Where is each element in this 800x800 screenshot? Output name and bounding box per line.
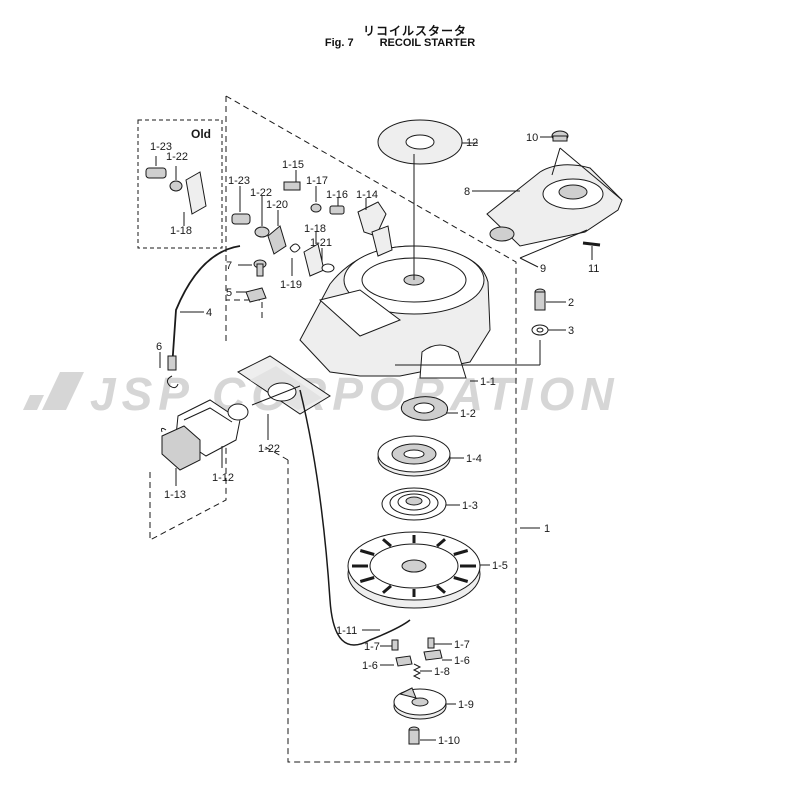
- label-8: 8: [464, 186, 470, 198]
- label-3: 3: [568, 325, 574, 337]
- part-1-20-lever: [267, 210, 287, 255]
- reel-rib: [436, 584, 446, 594]
- part-3-washer: [531, 324, 566, 336]
- label-1-7-left: 1-7: [364, 641, 380, 653]
- reel-rib: [453, 549, 469, 556]
- label-1-20: 1-20: [266, 199, 288, 211]
- part-1-5-reel: [347, 531, 490, 609]
- label-1-15: 1-15: [282, 159, 304, 171]
- watermark: JSP CORPORATION: [23, 368, 620, 420]
- inset-title: Old: [191, 127, 211, 141]
- label-old-1-22: 1-22: [166, 151, 188, 163]
- label-1-23: 1-23: [228, 175, 250, 187]
- part-1-9-drive-plate: [393, 687, 456, 720]
- part-10-nut: [540, 130, 569, 142]
- diagram-title-jp: リコイルスタータ: [362, 24, 467, 38]
- label-1-22: 1-22: [250, 187, 272, 199]
- label-1-7-right: 1-7: [454, 639, 470, 651]
- part-1-17-pin: [310, 186, 322, 213]
- label-1-5: 1-5: [492, 560, 508, 572]
- label-old-1-23: 1-23: [150, 141, 172, 153]
- assembly-boundary: [149, 95, 517, 763]
- label-1-17: 1-17: [306, 175, 328, 187]
- old-part-1-22-collar: [169, 166, 183, 192]
- part-1-10-bolt: [408, 726, 436, 745]
- part-1-4-spring-case: [377, 435, 464, 477]
- label-1-1: 1-1: [480, 376, 496, 388]
- watermark-text: JSP CORPORATION: [90, 368, 620, 420]
- label-1-3: 1-3: [462, 500, 478, 512]
- label-1-14: 1-14: [356, 189, 378, 201]
- part-1-3-spiral-spring: [381, 487, 460, 521]
- label-1-21: 1-21: [310, 237, 332, 249]
- part-1-6-pawl-right: [423, 649, 452, 661]
- part-1-18-bracket-right: [371, 225, 393, 257]
- part-1-11-rope: [299, 389, 411, 646]
- old-inset-box: [137, 119, 223, 249]
- label-7: 7: [226, 260, 232, 272]
- label-1: 1: [544, 523, 550, 535]
- part-12-decal: [377, 119, 478, 165]
- reel-rib: [359, 549, 375, 556]
- old-part-1-23-bolt: [145, 156, 167, 179]
- label-1-4: 1-4: [466, 453, 482, 465]
- label-12: 12: [466, 137, 478, 149]
- label-1-16: 1-16: [326, 189, 348, 201]
- reel-rib: [382, 584, 392, 594]
- part-7-screw: [238, 259, 267, 277]
- label-11: 11: [588, 263, 599, 275]
- part-1-6-pawl-left: [380, 655, 413, 667]
- part-4-cable: [167, 245, 241, 371]
- part-2-bolt: [534, 288, 566, 311]
- part-8-cover: [472, 147, 623, 247]
- part-11-strip: [519, 229, 601, 268]
- part-1-19-spring: [289, 243, 301, 276]
- label-6: 6: [156, 341, 162, 353]
- label-4: 4: [206, 307, 212, 319]
- label-1-18: 1-18: [304, 223, 326, 235]
- label-1-12: 1-12: [212, 472, 234, 484]
- part-1-1-housing: [299, 154, 541, 382]
- old-part-1-18-bracket: [183, 171, 207, 226]
- reel-rib: [359, 576, 375, 583]
- reel-rib: [436, 538, 446, 548]
- part-1-21-washer: [321, 248, 335, 273]
- part-1-13-grip-insert: [161, 425, 201, 486]
- label-5: 5: [226, 287, 232, 299]
- part-5-clamp: [236, 287, 267, 303]
- label-1-6-left: 1-6: [362, 660, 378, 672]
- label-1-8: 1-8: [434, 666, 450, 678]
- part-1-22-plate: [237, 355, 331, 440]
- callout-labels: 1-23 1-22 1-18 Old 1-23 1-22 1-20 1-15 1…: [150, 127, 599, 747]
- part-6-clip: [159, 352, 179, 389]
- figure-number: Fig. 7: [324, 37, 354, 49]
- part-1-7-spring-right: [427, 637, 452, 649]
- part-1-2-retainer: [400, 396, 458, 421]
- part-1-23-bolt: [231, 186, 251, 225]
- label-1-9: 1-9: [458, 699, 474, 711]
- label-1-22-plate: 1-22: [258, 443, 280, 455]
- reel-ribs: [352, 535, 476, 597]
- diagram-title-en: Fig. 7 RECOIL STARTER: [0, 37, 800, 49]
- part-1-15-screw: [283, 170, 301, 191]
- label-old-1-18: 1-18: [170, 225, 192, 237]
- label-10: 10: [526, 132, 538, 144]
- figure-title: RECOIL STARTER: [379, 37, 476, 49]
- part-1-8-spring: [412, 663, 432, 680]
- reel-rib: [382, 538, 392, 548]
- label-1-13: 1-13: [164, 489, 186, 501]
- label-9: 9: [540, 263, 546, 275]
- part-1-22-collar: [254, 196, 270, 238]
- part-1-16-shaft: [329, 198, 345, 215]
- label-1-19: 1-19: [280, 279, 302, 291]
- label-2: 2: [568, 297, 574, 309]
- part-1-14-stopper: [357, 198, 387, 237]
- reel-rib: [453, 576, 469, 583]
- label-1-2: 1-2: [460, 408, 476, 420]
- label-1-10: 1-10: [438, 735, 460, 747]
- part-1-7-spring-left: [380, 639, 399, 651]
- label-1-6-right: 1-6: [454, 655, 470, 667]
- label-1-11: 1-11: [336, 625, 357, 637]
